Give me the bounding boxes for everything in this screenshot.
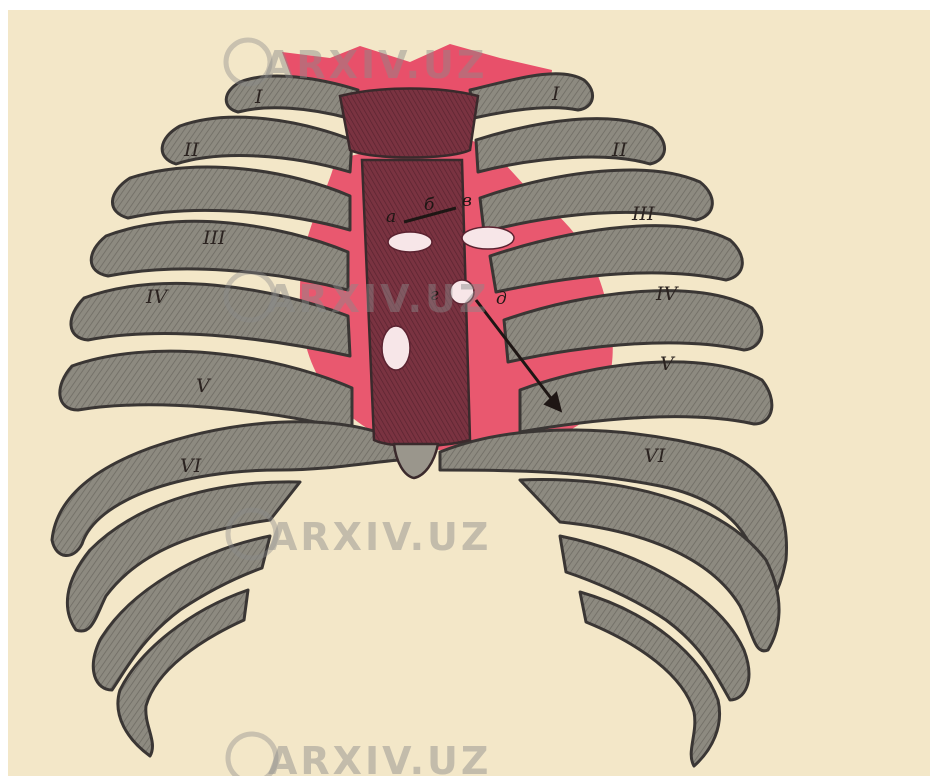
rib-label-left-1: I: [254, 86, 263, 108]
watermark-bottom: ARXIV.UZ: [228, 734, 491, 776]
heart-label-v: в: [462, 191, 472, 211]
rib-label-left-2: II: [183, 139, 200, 161]
watermark-middle: ARXIV.UZ: [226, 272, 489, 321]
rib-label-right-5: V: [660, 353, 676, 375]
watermark-text-lower: ARXIV.UZ: [268, 515, 491, 559]
heart-label-d: д: [496, 289, 507, 309]
rib-label-right-1: I: [551, 83, 560, 105]
watermark-text-middle: ARXIV.UZ: [266, 277, 489, 321]
heart-label-b: б: [424, 195, 435, 215]
heart-label-a: a: [386, 207, 396, 227]
rib-label-right-4: IV: [655, 283, 680, 305]
watermark-text-top: ARXIV.UZ: [264, 43, 487, 87]
xiphoid-process: [394, 444, 438, 478]
rib-label-right-3: III: [631, 203, 655, 225]
manubrium: [340, 89, 478, 158]
rib-label-left-4: IV: [145, 286, 170, 308]
rib-label-left-3: III: [202, 227, 226, 249]
watermark-text-bottom: ARXIV.UZ: [268, 739, 491, 776]
rib-label-right-2: II: [611, 139, 628, 161]
rib-label-left-6: VI: [180, 455, 202, 477]
watermark-lower: ARXIV.UZ: [228, 510, 491, 559]
rib-label-right-6: VI: [644, 445, 666, 467]
rib-label-left-5: V: [196, 375, 212, 397]
watermark-top: ARXIV.UZ: [226, 40, 487, 87]
